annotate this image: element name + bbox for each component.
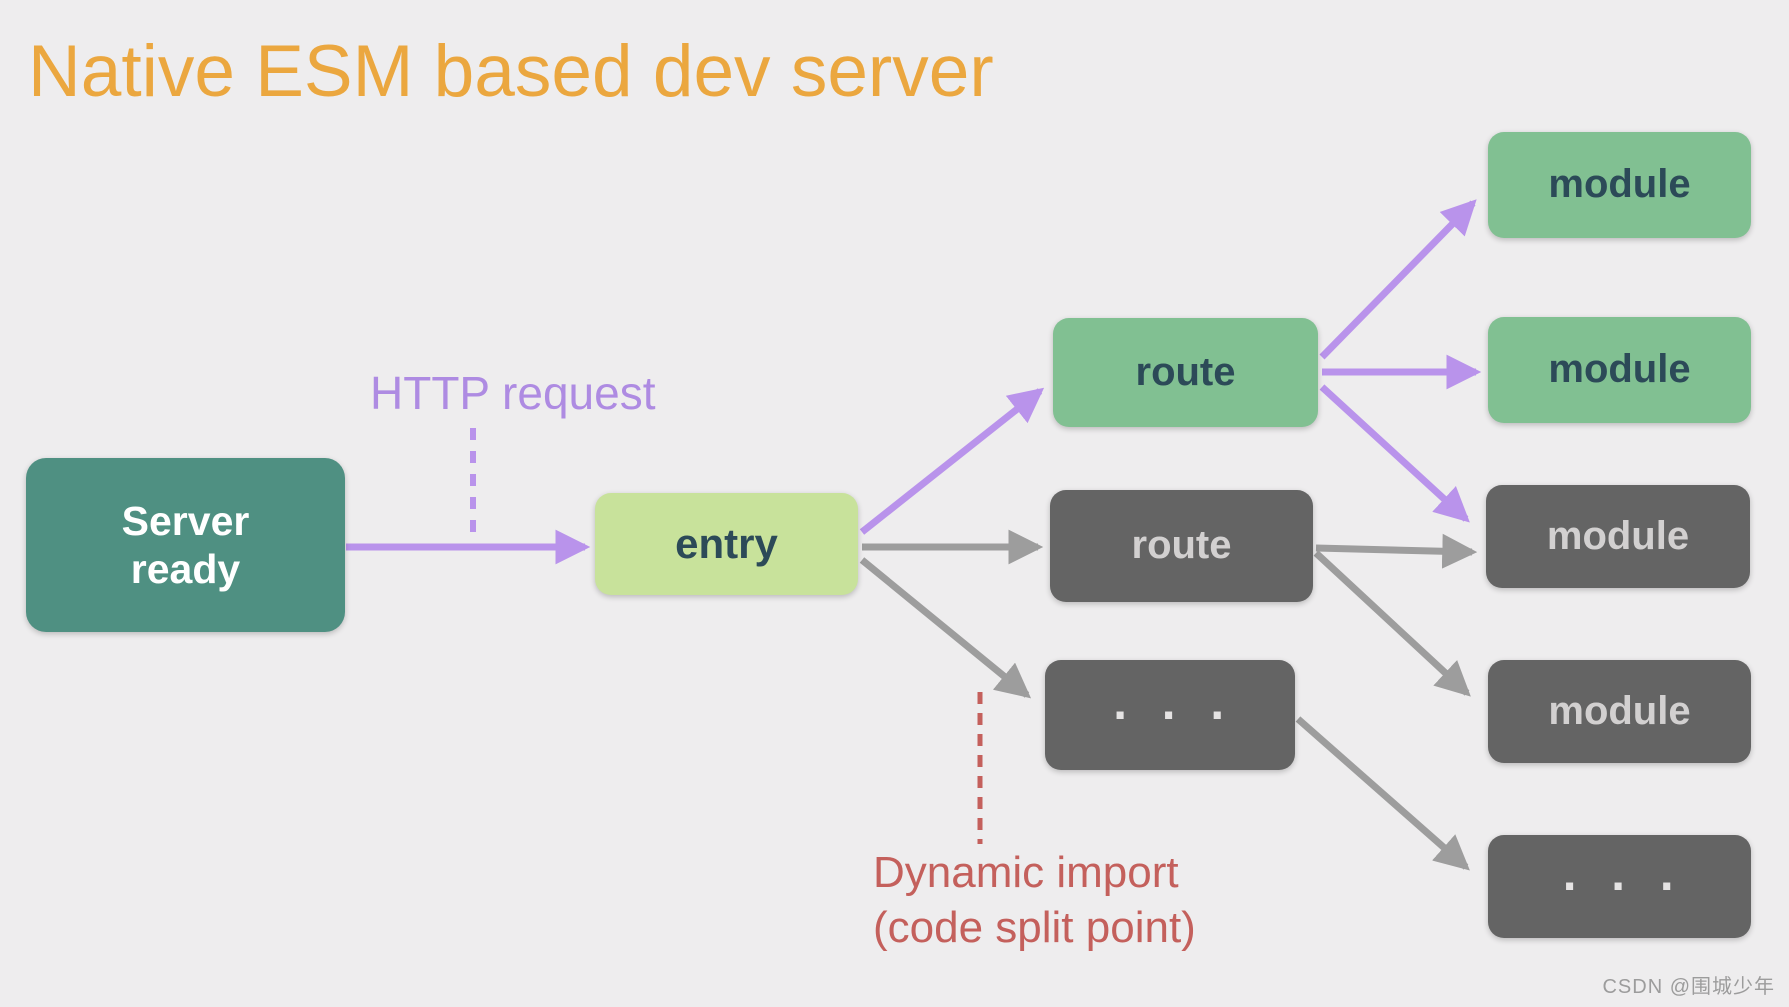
arrow-entry-to-ellipsis-middle — [859, 557, 1032, 699]
arrow-route-top-to-module-gray-1 — [1319, 384, 1470, 523]
http-request-label: HTTP request — [370, 367, 656, 419]
node-module-green-2: module — [1488, 317, 1751, 423]
node-ellipsis-right: · · · — [1488, 835, 1751, 938]
watermark: CSDN @围城少年 — [1602, 976, 1775, 998]
arrow-route-middle-to-module-gray-2 — [1313, 550, 1471, 697]
node-module-green-1: module — [1488, 132, 1751, 238]
arrow-route-top-to-module-1 — [1319, 199, 1477, 360]
node-route-middle: route — [1050, 490, 1313, 602]
page-title: Native ESM based dev server — [28, 31, 994, 112]
node-route-top: route — [1053, 318, 1318, 427]
arrow-ellipsis-middle-to-ellipsis-right — [1295, 716, 1470, 871]
arrow-entry-to-route-top — [859, 387, 1045, 535]
node-ellipsis-middle: · · · — [1045, 660, 1295, 770]
node-entry: entry — [595, 493, 858, 595]
node-module-gray-2: module — [1488, 660, 1751, 763]
arrow-route-middle-to-module-gray-1 — [1315, 533, 1478, 569]
dynamic-import-label: Dynamic import (code split point) — [873, 848, 1196, 953]
node-module-gray-1: module — [1486, 485, 1750, 588]
node-server-ready: Server ready — [26, 458, 345, 632]
